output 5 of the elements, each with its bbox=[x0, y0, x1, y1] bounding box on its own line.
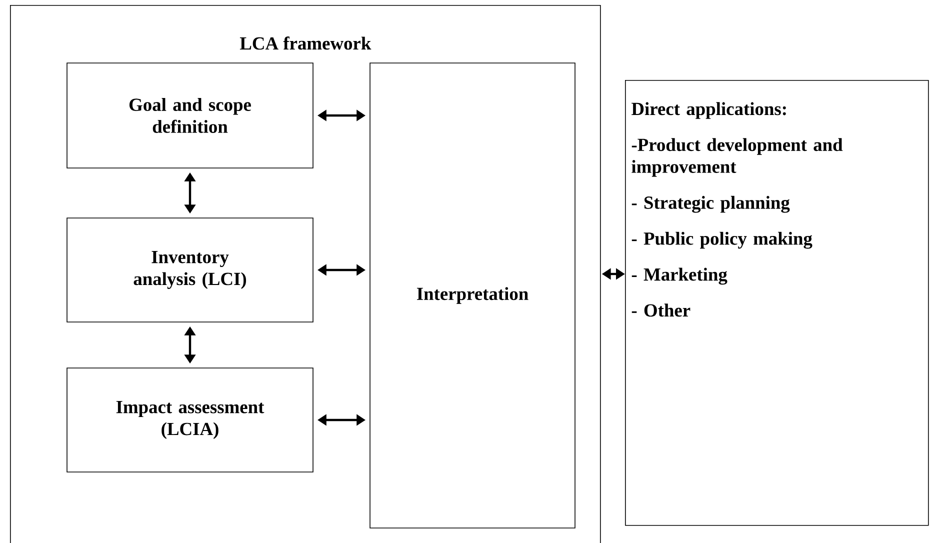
process-box: Goal and scope definition bbox=[66, 62, 314, 168]
process-box: Impact assessment (LCIA) bbox=[66, 368, 314, 472]
applications-box: Direct applications: -Product development and improvement - Strategic planning - Public policy making - Marketing - Other bbox=[625, 80, 929, 526]
process-box: Inventory analysis (LCI) bbox=[66, 218, 314, 322]
interpretation-box: Interpretation bbox=[370, 62, 576, 528]
